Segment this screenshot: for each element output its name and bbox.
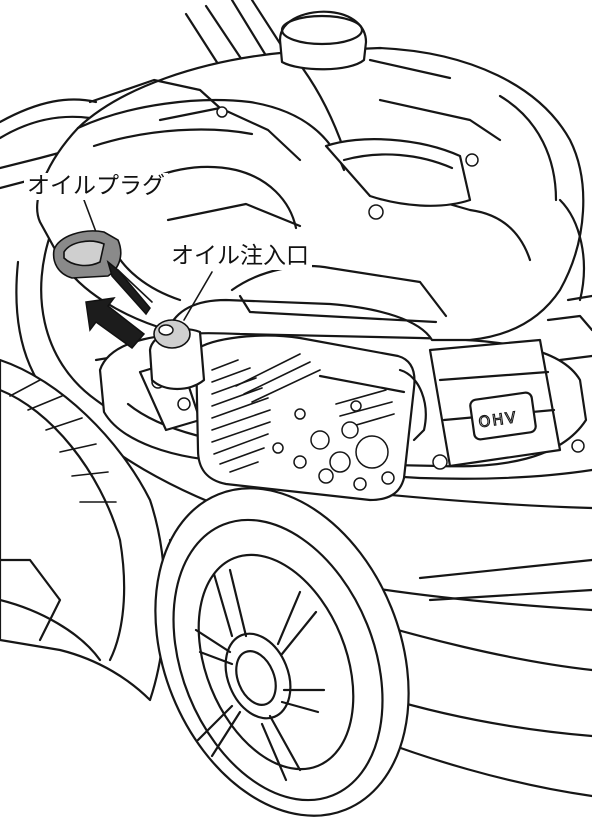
rear-wheel <box>154 487 410 817</box>
removal-direction-arrow-icon <box>85 297 146 350</box>
callout-leaders <box>83 199 213 321</box>
oil-fill-port-label: オイル注入口 <box>168 243 312 270</box>
oil-plug-icon <box>52 230 153 316</box>
oil-fill-port-icon <box>148 319 206 391</box>
shroud-cap <box>278 10 368 71</box>
air-filter-cover <box>194 334 427 502</box>
oil-plug-label: オイルプラグ <box>24 173 168 200</box>
